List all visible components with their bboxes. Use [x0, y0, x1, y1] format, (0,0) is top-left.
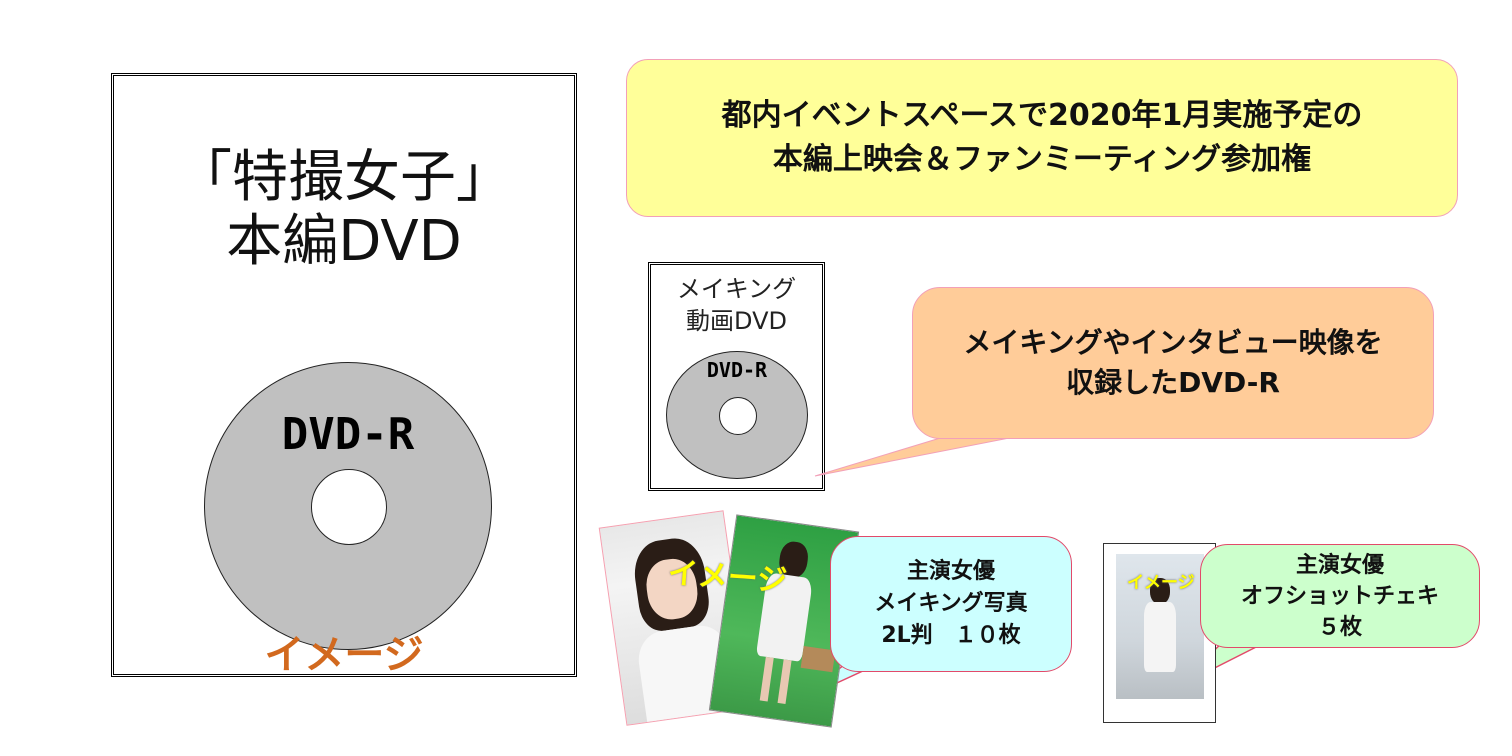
making-dvd-case: メイキング 動画DVD DVD-R — [648, 262, 825, 491]
main-dvd-title-line2: 本編DVD — [226, 209, 462, 274]
main-image-note: イメージ — [264, 632, 424, 678]
photo2-leg-left — [759, 656, 774, 702]
cheki-callout: 主演女優 オフショットチェキ ５枚 — [1200, 544, 1480, 648]
making-dvd-title-line1: メイキング — [676, 275, 797, 303]
making-disc-label: DVD-R — [706, 358, 768, 382]
making-disc-icon: DVD-R — [666, 351, 808, 479]
cheki-callout-line3: ５枚 — [1317, 614, 1362, 640]
main-dvd-title: 「特撮女子」 本編DVD — [114, 146, 574, 274]
event-line1: 都内イベントスペースで2020年1月実施予定の — [721, 98, 1363, 133]
cheki-photo — [1116, 554, 1204, 699]
making-disc-hole — [719, 397, 757, 435]
main-dvd-title-line1: 「特撮女子」 — [176, 145, 512, 210]
cheki-head — [1150, 578, 1170, 604]
cheki-callout-line2: オフショットチェキ — [1240, 583, 1439, 609]
photo-callout-line3: 2L判 １０枚 — [881, 623, 1021, 648]
making-dvd-title: メイキング 動画DVD — [651, 273, 822, 337]
cheki-dress — [1144, 602, 1176, 672]
making-callout: メイキングやインタビュー映像を 収録したDVD-R — [912, 287, 1434, 439]
photo2-leg-right — [777, 659, 792, 705]
main-disc-icon: DVD-R — [204, 362, 492, 650]
cheki-callout-line1: 主演女優 — [1295, 552, 1384, 578]
photo-image-stamp: イメージ — [666, 555, 789, 600]
photo-callout-line2: メイキング写真 — [874, 591, 1028, 616]
main-dvd-case: 「特撮女子」 本編DVD DVD-R イメージ — [111, 73, 577, 678]
cheki-image-stamp: イメージ — [1127, 573, 1195, 593]
main-disc-hole — [311, 469, 387, 545]
making-callout-line2: 収録したDVD-R — [1066, 366, 1280, 399]
event-line2: 本編上映会＆ファンミーティング参加権 — [772, 142, 1312, 177]
main-disc-label: DVD-R — [281, 409, 415, 460]
photo-callout: 主演女優 メイキング写真 2L判 １０枚 — [830, 536, 1072, 672]
making-callout-line1: メイキングやインタビュー映像を — [963, 326, 1383, 359]
event-participation-box: 都内イベントスペースで2020年1月実施予定の 本編上映会＆ファンミーティング参… — [626, 59, 1458, 217]
making-dvd-title-line2: 動画DVD — [686, 307, 787, 335]
photo-callout-line1: 主演女優 — [906, 559, 995, 584]
